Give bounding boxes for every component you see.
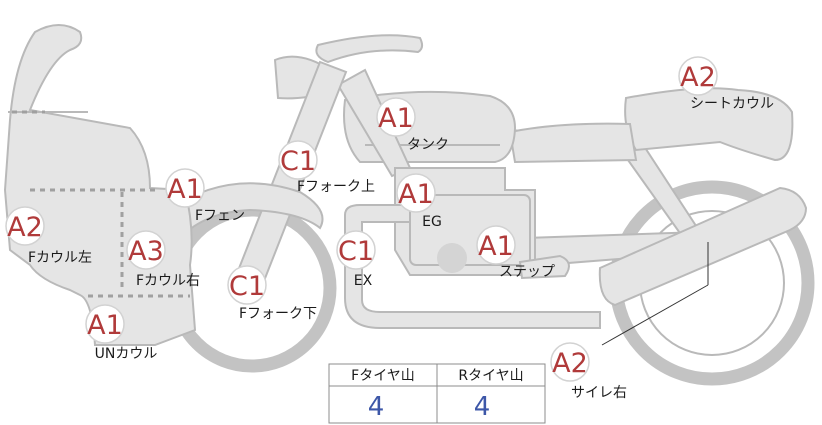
marker-circle <box>85 304 125 344</box>
engine-cover <box>437 243 467 273</box>
part-label: Fカウル右 <box>136 273 200 289</box>
marker-circle <box>165 168 205 208</box>
part-label: サイレ右 <box>571 385 627 401</box>
damage-code: A1 <box>478 231 514 262</box>
tire-tread-table: Fタイヤ山 Rタイヤ山 4 4 <box>328 363 546 424</box>
footpeg <box>518 254 570 280</box>
part-label: EG <box>422 214 442 230</box>
damage-marker-sc: A2 シートカウル <box>678 56 774 112</box>
damage-code: C1 <box>338 236 374 267</box>
seat-cowl <box>624 87 794 162</box>
damage-code: A2 <box>552 348 588 379</box>
damage-code: A3 <box>128 236 164 267</box>
exhaust-pipe <box>344 204 601 329</box>
part-label: タンク <box>407 137 449 153</box>
part-label: Fフェン <box>195 208 245 224</box>
marker-circle <box>396 173 436 213</box>
damage-marker-st: A1 ステップ <box>476 225 555 280</box>
front-tire-header: Fタイヤ山 <box>351 368 415 384</box>
rear-tire-header: Rタイヤ山 <box>458 368 523 384</box>
damage-code: A2 <box>680 62 716 93</box>
handlebar <box>315 34 424 64</box>
damage-marker-sr: A2 サイレ右 <box>550 342 627 401</box>
part-label: UNカウル <box>95 346 158 362</box>
part-label: ステップ <box>499 264 555 280</box>
damage-code: A1 <box>378 103 414 134</box>
marker-circle <box>336 230 376 270</box>
damage-code: C1 <box>229 271 265 302</box>
front-fender <box>166 182 324 240</box>
seat <box>508 122 638 164</box>
marker-circle <box>476 225 516 265</box>
damage-code: A1 <box>87 310 123 341</box>
part-label: Fカウル左 <box>28 250 92 266</box>
marker-circle <box>278 140 318 180</box>
marker-circle <box>376 97 416 137</box>
marker-circle <box>678 56 718 96</box>
marker-circle <box>126 230 166 270</box>
part-label: Fフォーク上 <box>297 179 375 195</box>
damage-code: A2 <box>7 212 43 243</box>
front-tire-value: 4 <box>368 392 385 422</box>
marker-circle <box>5 206 45 246</box>
muffler-pointer-line <box>601 284 709 346</box>
muffler <box>598 186 808 307</box>
part-label: Fフォーク下 <box>239 306 317 322</box>
marker-circle <box>550 342 590 382</box>
marker-circle <box>227 265 267 305</box>
damage-code: C1 <box>280 146 316 177</box>
damage-code: A1 <box>167 174 203 205</box>
part-label: EX <box>354 273 373 289</box>
part-label: シートカウル <box>690 96 774 112</box>
damage-marker-ten: A1 タンク <box>376 97 449 153</box>
damage-code: A1 <box>398 179 434 210</box>
rear-tire-value: 4 <box>474 392 491 422</box>
